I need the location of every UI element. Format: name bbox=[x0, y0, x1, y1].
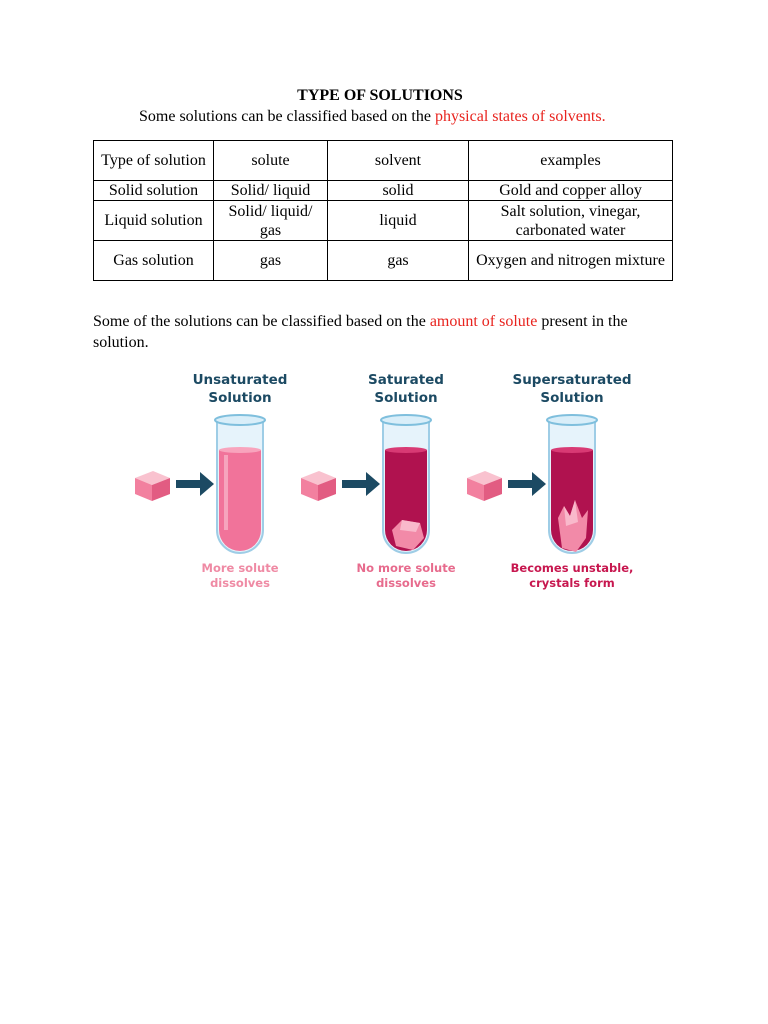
test-tube-icon bbox=[214, 414, 266, 554]
table-row: Solid solution Solid/ liquid solid Gold … bbox=[93, 180, 673, 201]
test-tube-icon bbox=[380, 414, 432, 554]
table-cell: Liquid solution bbox=[93, 200, 214, 241]
table-cell: Solid/ liquid/ gas bbox=[213, 200, 328, 241]
panel-caption: Becomes unstable, bbox=[511, 561, 634, 575]
arrow-right-icon bbox=[176, 472, 214, 496]
table-header-row: Type of solution solute solvent examples bbox=[93, 140, 673, 181]
undissolved-crystal-icon bbox=[392, 520, 424, 550]
panel-heading: Saturated bbox=[368, 372, 444, 388]
arrow-right-icon bbox=[342, 472, 380, 496]
solute-amount-paragraph: Some of the solutions can be classified … bbox=[93, 313, 628, 351]
sugar-cube-icon bbox=[467, 471, 502, 501]
panel-caption: dissolves bbox=[376, 576, 436, 590]
panel-caption: No more solute bbox=[356, 561, 455, 575]
solute-amount-highlight: amount of solute bbox=[429, 313, 538, 330]
table-header: examples bbox=[468, 140, 673, 181]
panel-heading: Solution bbox=[540, 390, 603, 406]
liquid bbox=[219, 450, 261, 551]
test-tube-icon bbox=[546, 414, 598, 554]
panel-heading: Solution bbox=[374, 390, 437, 406]
arrow-right-icon bbox=[508, 472, 546, 496]
panel-caption: More solute bbox=[202, 561, 279, 575]
table-row: Liquid solution Solid/ liquid/ gas liqui… bbox=[93, 200, 673, 241]
panel-supersaturated: Supersaturated Solution Becomes unstable… bbox=[467, 372, 633, 590]
table-cell: Gas solution bbox=[93, 240, 214, 281]
intro-paragraph: Some solutions can be classified based o… bbox=[139, 108, 606, 125]
saturation-diagram: Unsaturated Solution More solute dissolv… bbox=[135, 372, 633, 590]
page-title: TYPE OF SOLUTIONS bbox=[297, 87, 463, 104]
panel-heading: Unsaturated bbox=[193, 372, 288, 388]
panel-saturated: Saturated Solution No more solute dissol… bbox=[301, 372, 456, 590]
table-header: solute bbox=[213, 140, 328, 181]
sugar-cube-icon bbox=[135, 471, 170, 501]
table-cell: Oxygen and nitrogen mixture bbox=[468, 240, 673, 281]
table-header: Type of solution bbox=[93, 140, 214, 181]
panel-heading: Solution bbox=[208, 390, 271, 406]
solution-types-table: Type of solution solute solvent examples… bbox=[93, 140, 673, 281]
table-cell: Solid/ liquid bbox=[213, 180, 328, 201]
table-header: solvent bbox=[327, 140, 469, 181]
table-cell: Salt solution, vinegar, carbonated water bbox=[468, 200, 673, 241]
table-cell: Solid solution bbox=[93, 180, 214, 201]
panel-caption: crystals form bbox=[529, 576, 614, 590]
table-cell: solid bbox=[327, 180, 469, 201]
table-row: Gas solution gas gas Oxygen and nitrogen… bbox=[93, 240, 673, 281]
table-cell: gas bbox=[213, 240, 328, 281]
crystals-icon bbox=[558, 500, 588, 552]
sugar-cube-icon bbox=[301, 471, 336, 501]
panel-caption: dissolves bbox=[210, 576, 270, 590]
panel-unsaturated: Unsaturated Solution More solute dissolv… bbox=[135, 372, 287, 590]
intro-highlight: physical states of solvents. bbox=[434, 108, 606, 125]
table-cell: liquid bbox=[327, 200, 469, 241]
table-cell: gas bbox=[327, 240, 469, 281]
panel-heading: Supersaturated bbox=[512, 372, 631, 388]
table-cell: Gold and copper alloy bbox=[468, 180, 673, 201]
